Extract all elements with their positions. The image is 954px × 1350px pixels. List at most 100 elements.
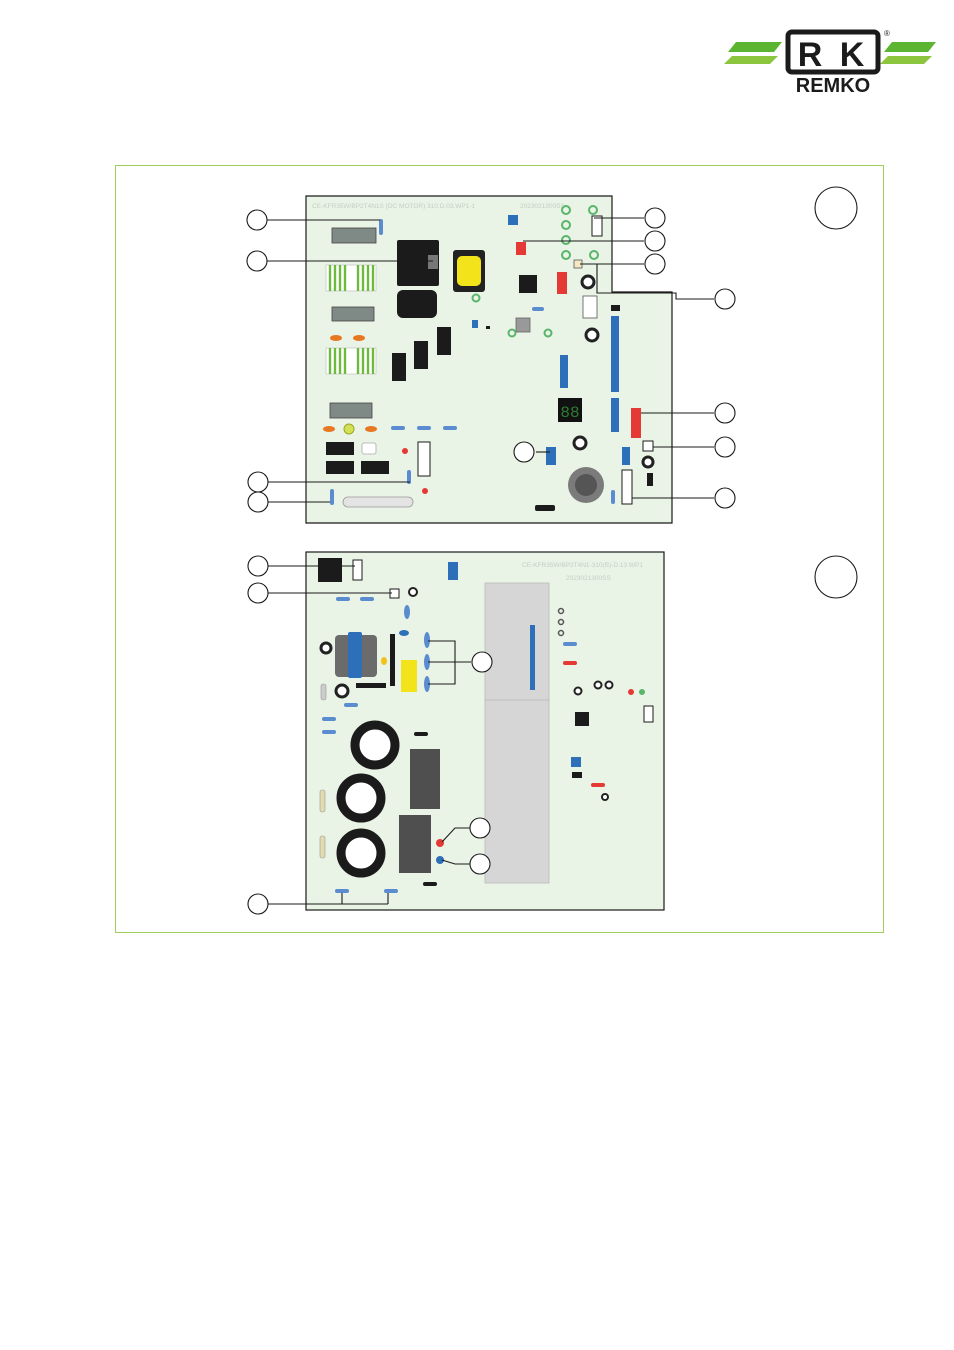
callout-lines	[267, 217, 714, 905]
logo-left-stripe-2	[724, 56, 778, 64]
power-module-top	[397, 240, 439, 286]
relay-block	[331, 227, 377, 244]
microcontroller	[519, 275, 537, 293]
vertical-strip-b2	[390, 634, 395, 686]
transistor-1	[392, 353, 406, 381]
led-green-b2	[639, 689, 645, 695]
diode-bottom	[535, 505, 555, 511]
capacitor-big-3	[336, 828, 386, 878]
transformer-board2	[335, 632, 377, 678]
callout-marker	[471, 651, 493, 673]
figure-marker-1	[814, 186, 858, 230]
resistor-b2-7	[414, 732, 428, 736]
chip-vertical-black	[647, 473, 653, 486]
via-b2-3	[557, 629, 565, 637]
relay-block-3	[329, 402, 373, 419]
callout-marker	[644, 253, 666, 275]
resistor-b2-9	[319, 835, 326, 859]
heat-spreader-pins	[530, 625, 535, 690]
header-b2-right	[571, 757, 581, 767]
callout-marker	[714, 288, 736, 310]
small-ic-2	[472, 320, 478, 328]
cap-green-8	[507, 328, 517, 338]
capacitor-big-2	[336, 773, 386, 823]
ic-white	[361, 442, 377, 455]
module-dark-1	[410, 749, 440, 809]
connector-b2-right	[643, 705, 654, 723]
callout-markers	[246, 186, 858, 915]
chip-black-small	[611, 305, 620, 311]
logo-left-stripe	[728, 42, 782, 52]
callout-marker	[644, 230, 666, 252]
diode-b2-1	[424, 632, 430, 648]
cap-green-4	[561, 235, 571, 245]
resistor-1	[391, 426, 405, 430]
connector-top-left-board2	[318, 558, 342, 582]
header-strip-2	[611, 398, 619, 432]
resistor-b2-1	[336, 597, 350, 601]
blue-cap-b2	[404, 605, 410, 619]
blue-cap-b2-2	[399, 630, 409, 636]
resistor-b2-13	[563, 642, 577, 646]
logo-emblem-box	[785, 29, 881, 75]
cap-small-b2-2	[593, 680, 603, 690]
wire-end-red	[436, 839, 444, 847]
capacitor-orange-3	[323, 426, 335, 432]
connector-white-3	[621, 469, 633, 505]
led-red-1	[402, 448, 408, 454]
ceramic-resistor-left-2	[407, 470, 411, 484]
capacitor-round-2	[584, 327, 600, 343]
logo-right-stripe-2	[880, 56, 932, 64]
led-yellow	[343, 423, 355, 435]
connector-top-right	[591, 215, 603, 237]
red-connector-2	[557, 272, 567, 294]
cap-green-6	[589, 250, 599, 260]
resistor-b2-15	[591, 783, 605, 787]
resistor-b2-8	[319, 789, 326, 813]
heat-spreader-top	[484, 582, 550, 703]
resistor-b2-11	[384, 889, 398, 893]
transistor-2	[414, 341, 428, 369]
callout-marker	[246, 209, 268, 231]
ceramic-resistor-left-3	[330, 489, 334, 505]
cap-small-b2-3	[604, 680, 614, 690]
header-strip-1	[611, 316, 619, 392]
ic-black-2	[326, 461, 354, 474]
cap-green-5	[561, 250, 571, 260]
seven-segment-display	[558, 398, 582, 422]
power-module-bottom	[397, 290, 437, 318]
push-button	[515, 317, 531, 333]
board-2-silkscreen: CE-KFR35W/BP2T4N1-310(B)-D.13.WP1	[522, 562, 643, 569]
resistor-b2-2	[360, 597, 374, 601]
callout-marker	[714, 436, 736, 458]
power-module-tab	[428, 255, 438, 269]
connector-white-1	[582, 295, 598, 319]
resistor-b2-4	[344, 703, 358, 707]
ic-black-3	[361, 461, 389, 474]
relay-block-2	[331, 306, 375, 322]
cap-green-1	[561, 205, 571, 215]
capacitor-round-4	[641, 455, 655, 469]
resistor-b2-5	[322, 717, 336, 721]
logo-right-stripe	[884, 42, 936, 52]
horizontal-strip-b2	[356, 683, 386, 688]
red-connector-1	[516, 242, 526, 255]
blue-header-small	[622, 447, 630, 465]
resistor-b2-10	[335, 889, 349, 893]
diode-b2-3	[424, 676, 430, 692]
figure-frame	[115, 165, 884, 933]
callout-marker	[247, 491, 269, 513]
logo-wordmark: REMKO	[796, 75, 870, 96]
heatsink-2	[325, 347, 377, 375]
cap-green-2	[588, 205, 598, 215]
cap-small-b2-1	[573, 686, 583, 696]
callout-marker	[714, 402, 736, 424]
red-connector-3	[631, 408, 641, 438]
callout-marker	[513, 441, 535, 463]
callout-marker	[247, 893, 269, 915]
blue-header-top	[508, 215, 518, 225]
resistor-b2-6	[322, 730, 336, 734]
led-red-2	[422, 488, 428, 494]
cap-round-b2-1	[319, 641, 333, 655]
